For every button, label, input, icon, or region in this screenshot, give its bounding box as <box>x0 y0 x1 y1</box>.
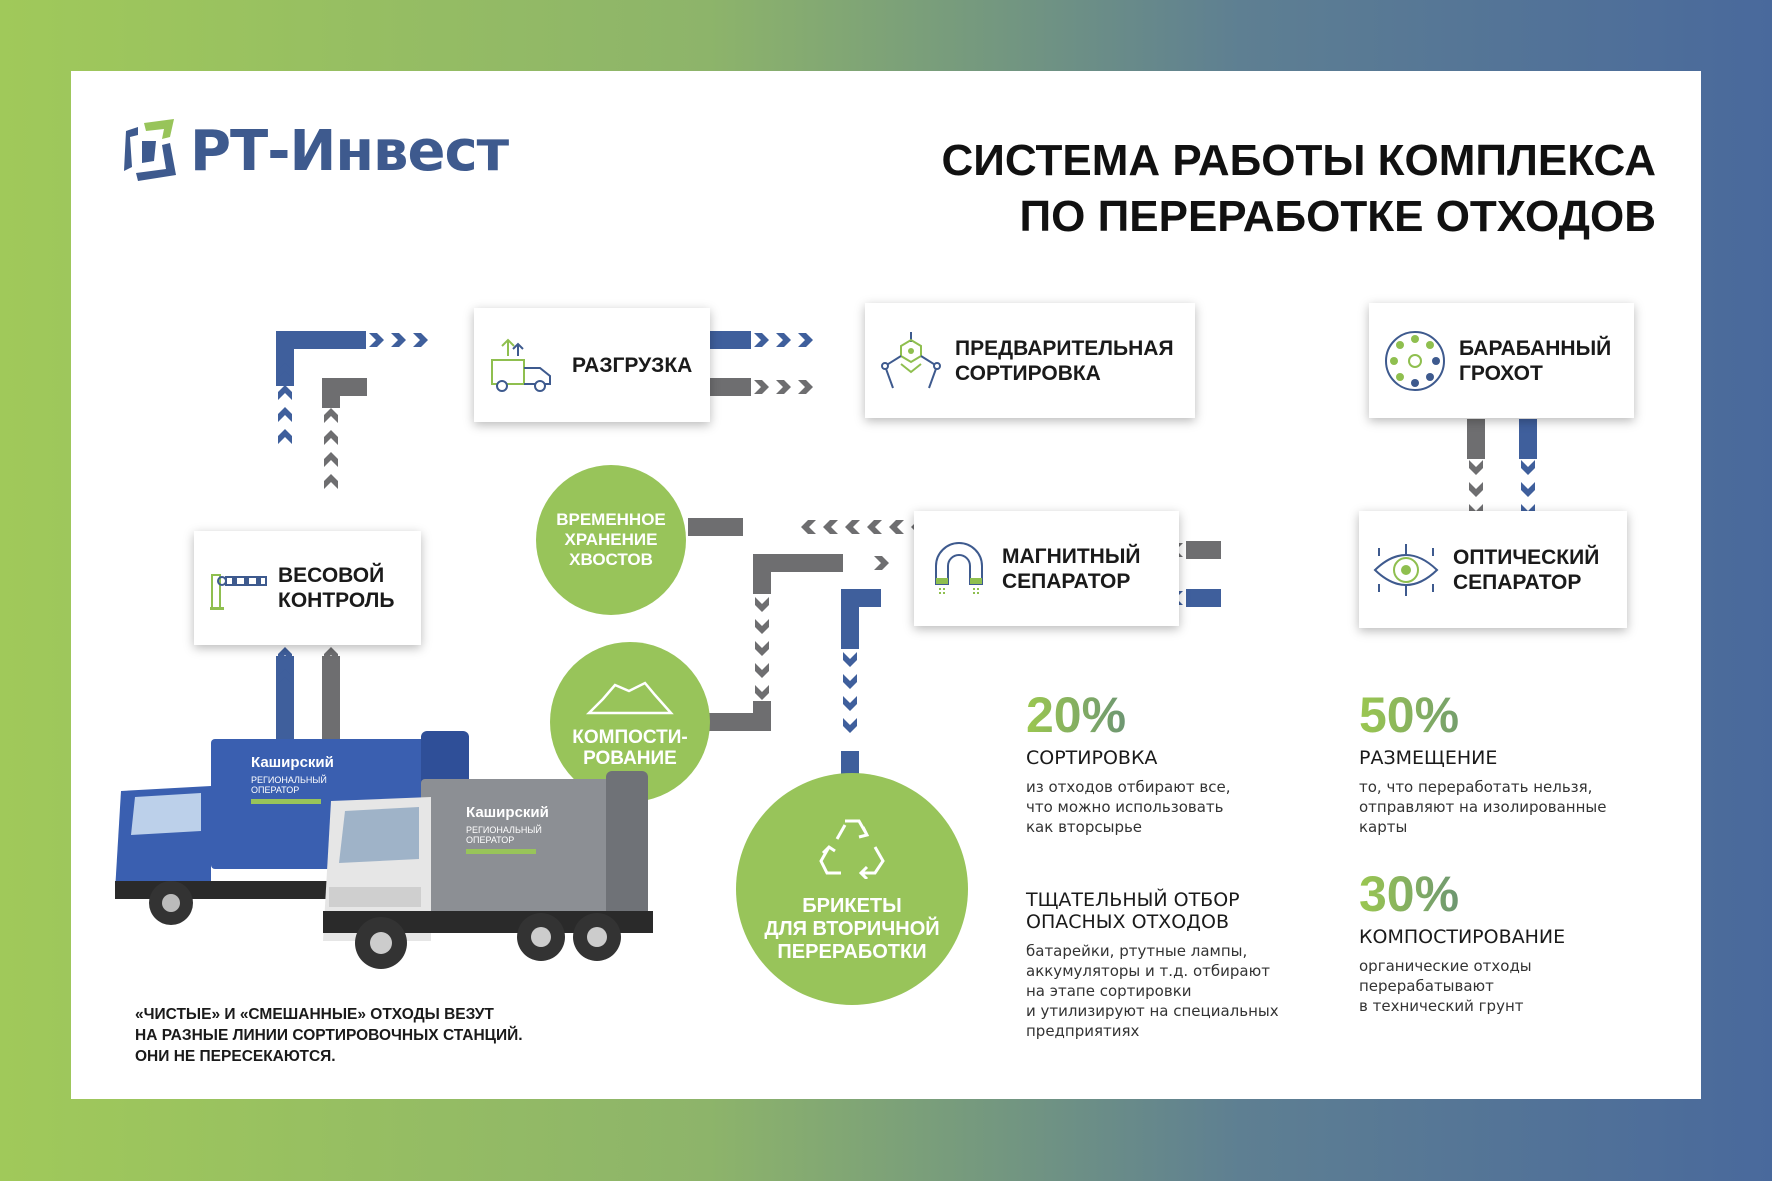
infographic-panel: РТ-Инвест СИСТЕМА РАБОТЫ КОМПЛЕКСА ПО ПЕ… <box>71 71 1701 1099</box>
drum-screen-icon <box>1385 330 1445 391</box>
stat-place-pct: 50% <box>1359 689 1606 741</box>
stat-hazard-d2: аккумуляторы и т.д. отбирают <box>1026 962 1270 980</box>
step-drum-line2: ГРОХОТ <box>1459 361 1543 385</box>
recycle-icon <box>819 819 885 879</box>
gray-chevrons <box>324 380 1483 700</box>
note-line2: НА РАЗНЫЕ ЛИНИИ СОРТИРОВОЧНЫХ СТАНЦИЙ. <box>135 1027 523 1044</box>
stat-compost-d1: органические отходы <box>1359 957 1532 975</box>
stat-place-d3: карты <box>1359 818 1408 836</box>
gray-truck-subtitle1: РЕГИОНАЛЬНЫЙ <box>466 824 542 835</box>
stat-compost: 30% КОМПОСТИРОВАНИЕ органические отходы … <box>1359 868 1565 1016</box>
outcome-briquettes-line2: ДЛЯ ВТОРИЧНОЙ <box>764 917 940 940</box>
stat-place-d2: отправляют на изолированные <box>1359 798 1607 816</box>
claw-icon <box>881 331 941 388</box>
pile-icon <box>585 681 674 715</box>
stat-place: 50% РАЗМЕЩЕНИЕ то, что переработать нель… <box>1359 689 1606 837</box>
step-presort: ПРЕДВАРИТЕЛЬНАЯ СОРТИРОВКА <box>865 303 1195 418</box>
step-weighing-line2: КОНТРОЛЬ <box>278 589 395 612</box>
stat-sort-d2: что можно использовать <box>1026 798 1224 816</box>
outcome-compost-label: КОМПОСТИ- РОВАНИЕ <box>572 727 687 769</box>
outcome-briquettes-line1: БРИКЕТЫ <box>802 894 902 917</box>
step-magnetic-line1: МАГНИТНЫЙ <box>1002 544 1141 568</box>
step-drum-label: БАРАБАННЫЙ ГРОХОТ <box>1459 336 1611 386</box>
logo-mark-icon <box>124 119 176 181</box>
stat-compost-desc: органические отходы перерабатывают в тех… <box>1359 956 1565 1016</box>
stat-sort: 20% СОРТИРОВКА из отходов отбирают все, … <box>1026 689 1230 837</box>
blue-truck-subtitle2: ОПЕРАТОР <box>251 785 299 795</box>
garbage-trucks-illustration: Каширский РЕГИОНАЛЬНЫЙ ОПЕРАТОР Каширски… <box>115 731 653 969</box>
stat-sort-d1: из отходов отбирают все, <box>1026 778 1231 796</box>
stat-hazard-d1: батарейки, ртутные лампы, <box>1026 942 1248 960</box>
stat-compost-d3: в технический грунт <box>1359 997 1524 1015</box>
stat-hazard-d3: на этапе сортировки <box>1026 982 1192 1000</box>
logo: РТ-Инвест <box>116 111 509 191</box>
step-optical-line1: ОПТИЧЕСКИЙ <box>1453 545 1600 569</box>
stat-place-desc: то, что переработать нельзя, отправляют … <box>1359 777 1606 837</box>
step-optical-line2: СЕПАРАТОР <box>1453 570 1582 594</box>
logo-text: РТ-Инвест <box>190 118 509 184</box>
stat-place-head: РАЗМЕЩЕНИЕ <box>1359 747 1498 769</box>
gray-truck-subtitle2: ОПЕРАТОР <box>466 835 514 845</box>
blue-truck-subtitle1: РЕГИОНАЛЬНЫЙ <box>251 774 327 785</box>
stat-sort-desc: из отходов отбирают все, что можно испол… <box>1026 777 1230 837</box>
step-drum-line1: БАРАБАННЫЙ <box>1459 336 1612 360</box>
step-weighing-line1: ВЕСОВОЙ <box>278 564 385 587</box>
outcome-storage-line3: ХВОСТОВ <box>569 550 653 569</box>
step-unloading-line1: РАЗГРУЗКА <box>572 353 693 377</box>
step-optical: ОПТИЧЕСКИЙ СЕПАРАТОР <box>1359 511 1627 628</box>
stat-hazard-d4: и утилизируют на специальных <box>1026 1002 1279 1020</box>
stat-hazard-head2: ОПАСНЫХ ОТХОДОВ <box>1026 911 1229 933</box>
step-magnetic: МАГНИТНЫЙ СЕПАРАТОР <box>914 511 1179 626</box>
blue-flow <box>276 331 1537 816</box>
step-weighing: ВЕСОВОЙ КОНТРОЛЬ <box>194 531 421 645</box>
eye-icon <box>1373 543 1439 596</box>
outcome-storage-line1: ВРЕМЕННОЕ <box>556 510 666 529</box>
stat-sort-pct: 20% <box>1026 689 1230 741</box>
magnet-icon <box>935 541 983 596</box>
title-line-2: ПО ПЕРЕРАБОТКЕ ОТХОДОВ <box>1019 192 1656 241</box>
stat-compost-head: КОМПОСТИРОВАНИЕ <box>1359 926 1566 948</box>
stat-sort-head: СОРТИРОВКА <box>1026 747 1158 769</box>
step-optical-label: ОПТИЧЕСКИЙ СЕПАРАТОР <box>1453 545 1599 595</box>
outcome-storage: ВРЕМЕННОЕ ХРАНЕНИЕ ХВОСТОВ <box>536 465 686 615</box>
blue-truck-company: Каширский <box>251 754 334 771</box>
stat-hazard-head1: ТЩАТЕЛЬНЫЙ ОТБОР <box>1026 889 1240 911</box>
outcome-briquettes: БРИКЕТЫ ДЛЯ ВТОРИЧНОЙ ПЕРЕРАБОТКИ <box>736 773 968 1005</box>
stat-place-d1: то, что переработать нельзя, <box>1359 778 1593 796</box>
step-unloading: РАЗГРУЗКА <box>474 308 710 422</box>
note: «ЧИСТЫЕ» И «СМЕШАННЫЕ» ОТХОДЫ ВЕЗУТ НА Р… <box>135 1004 523 1067</box>
stat-hazard-head: ТЩАТЕЛЬНЫЙ ОТБОР ОПАСНЫХ ОТХОДОВ <box>1026 889 1279 933</box>
step-unloading-label: РАЗГРУЗКА <box>572 353 692 378</box>
step-presort-line1: ПРЕДВАРИТЕЛЬНАЯ <box>955 336 1174 360</box>
stat-hazard: ТЩАТЕЛЬНЫЙ ОТБОР ОПАСНЫХ ОТХОДОВ батарей… <box>1026 883 1279 1041</box>
title-line-1: СИСТЕМА РАБОТЫ КОМПЛЕКСА <box>941 136 1656 185</box>
truck-unload-icon <box>491 338 551 392</box>
outcome-compost-line2: РОВАНИЕ <box>583 748 677 769</box>
barrier-icon <box>210 574 267 610</box>
step-drum: БАРАБАННЫЙ ГРОХОТ <box>1369 303 1634 418</box>
step-presort-label: ПРЕДВАРИТЕЛЬНАЯ СОРТИРОВКА <box>955 336 1174 386</box>
outcome-storage-label: ВРЕМЕННОЕ ХРАНЕНИЕ ХВОСТОВ <box>556 510 666 570</box>
outcome-compost-line1: КОМПОСТИ- <box>572 727 688 748</box>
step-presort-line2: СОРТИРОВКА <box>955 361 1101 385</box>
stat-hazard-desc: батарейки, ртутные лампы, аккумуляторы и… <box>1026 941 1279 1041</box>
stat-compost-d2: перерабатывают <box>1359 977 1494 995</box>
outcome-briquettes-label: БРИКЕТЫ ДЛЯ ВТОРИЧНОЙ ПЕРЕРАБОТКИ <box>764 895 939 964</box>
step-magnetic-line2: СЕПАРАТОР <box>1002 569 1131 593</box>
note-line3: ОНИ НЕ ПЕРЕСЕКАЮТСЯ. <box>135 1048 336 1065</box>
stat-sort-d3: как вторсырье <box>1026 818 1143 836</box>
step-weighing-label: ВЕСОВОЙ КОНТРОЛЬ <box>278 563 395 613</box>
gray-truck-company: Каширский <box>466 804 549 821</box>
page-title: СИСТЕМА РАБОТЫ КОМПЛЕКСА ПО ПЕРЕРАБОТКЕ … <box>941 133 1656 245</box>
outcome-compost: КОМПОСТИ- РОВАНИЕ <box>550 642 710 802</box>
outcome-briquettes-line3: ПЕРЕРАБОТКИ <box>777 940 927 963</box>
gray-truck: Каширский РЕГИОНАЛЬНЫЙ ОПЕРАТОР <box>323 771 653 969</box>
outcome-storage-line2: ХРАНЕНИЕ <box>564 530 658 549</box>
stat-hazard-d5: предприятиях <box>1026 1022 1140 1040</box>
step-magnetic-label: МАГНИТНЫЙ СЕПАРАТОР <box>1002 544 1140 594</box>
stat-compost-pct: 30% <box>1359 868 1565 920</box>
note-line1: «ЧИСТЫЕ» И «СМЕШАННЫЕ» ОТХОДЫ ВЕЗУТ <box>135 1006 494 1023</box>
